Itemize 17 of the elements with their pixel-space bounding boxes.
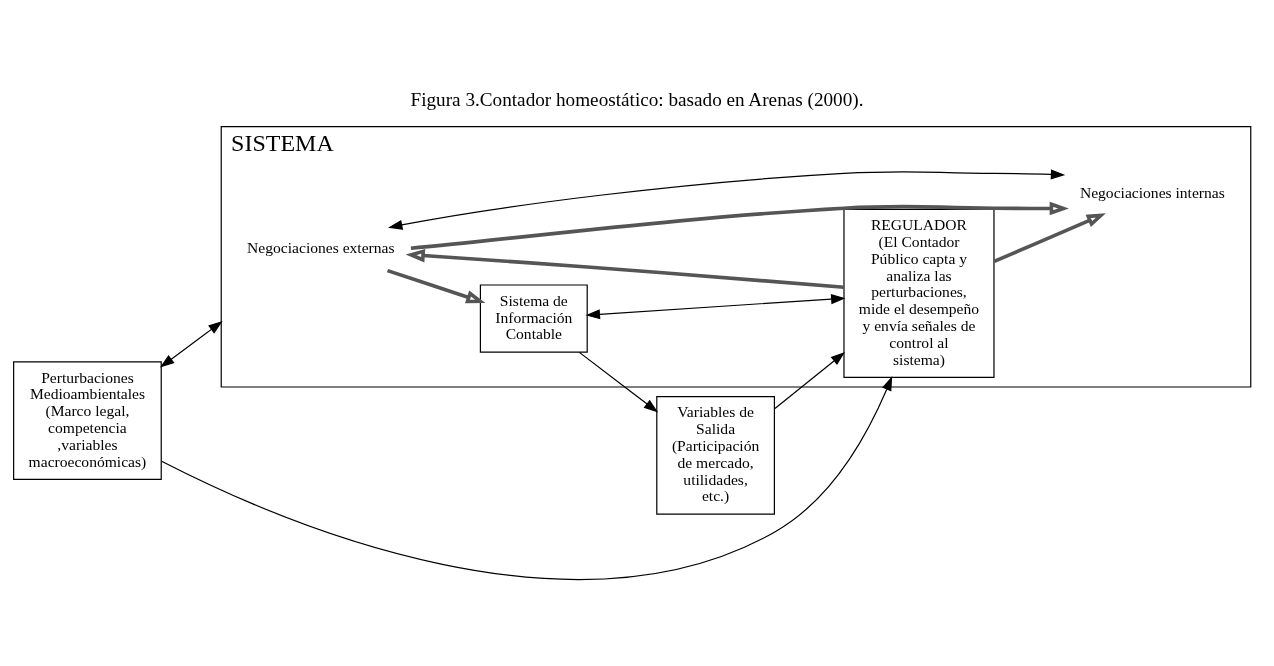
arrow [159, 321, 223, 368]
diagram-title: Figura 3.Contador homeostático: basado en Arenas (2000). [410, 88, 864, 110]
node-text: Negociaciones internas [1079, 183, 1225, 201]
arrow [386, 268, 486, 304]
node-text: Negociaciones externas [247, 239, 395, 257]
node-box: Sistema de Información Contable [479, 284, 588, 353]
node-box: REGULADOR (El Contador Público capta y analiza las perturbaciones, mide el desempeño y envía señales de control al sistema) [843, 208, 995, 378]
arrow [161, 376, 893, 580]
arrow [993, 213, 1106, 264]
arrow [578, 351, 659, 413]
arrow [388, 169, 1066, 230]
node-box: Perturbaciones Medioambientales (Marco legal, competencia ,variables macroeconómicas) [13, 361, 162, 480]
arrow [774, 352, 846, 410]
arrow [585, 294, 846, 320]
arrow [405, 248, 845, 290]
node-box: Variables de Salida (Participación de mercado, utilidades, etc.) [656, 395, 775, 515]
arrow [410, 201, 1069, 251]
